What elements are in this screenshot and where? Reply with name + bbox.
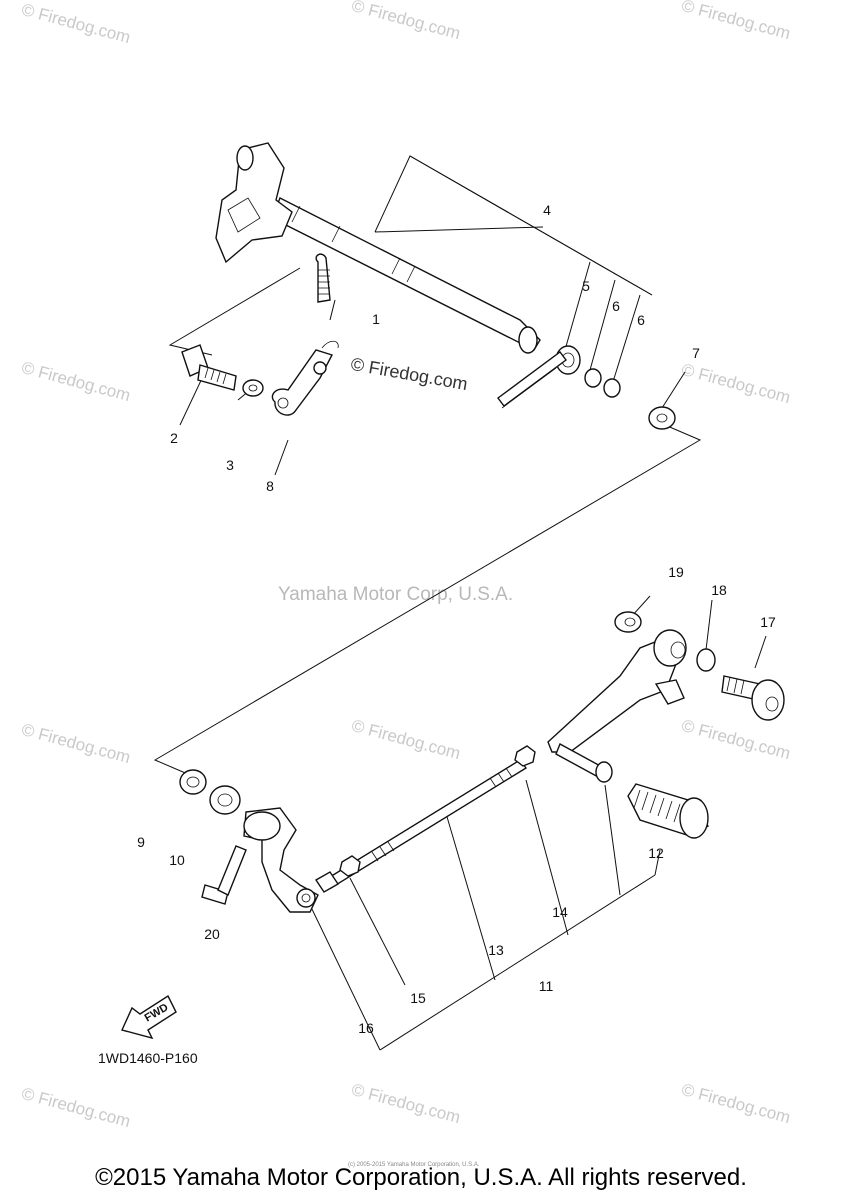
callout-18: 18 <box>711 582 727 598</box>
callout-3: 3 <box>226 457 234 473</box>
shift-shaft <box>215 142 541 354</box>
center-watermark: Yamaha Motor Corp, U.S.A. <box>278 584 514 605</box>
shift-arm <box>243 807 319 913</box>
circlip-18 <box>696 648 716 672</box>
oil-seal <box>497 345 581 409</box>
washer-19 <box>614 611 642 633</box>
callout-11: 11 <box>538 978 554 994</box>
callout-7: 7 <box>692 345 700 361</box>
callout-17: 17 <box>760 614 776 630</box>
shift-rod <box>315 759 528 893</box>
tiny-copyright: (c) 2005-2015 Yamaha Motor Corporation, … <box>348 1162 480 1168</box>
pedal-rubber <box>627 783 710 839</box>
callout-16: 16 <box>358 1020 374 1036</box>
callout-9: 9 <box>137 834 145 850</box>
nut-15 <box>339 855 361 877</box>
callout-10: 10 <box>169 852 185 868</box>
callout-19: 19 <box>668 564 684 580</box>
circlip-6a <box>584 368 602 388</box>
washer-7 <box>648 406 676 430</box>
copyright-footer: ©2015 Yamaha Motor Corporation, U.S.A. A… <box>95 1164 747 1191</box>
pivot-bolt-17 <box>721 675 785 721</box>
callout-13: 13 <box>488 942 504 958</box>
callout-15: 15 <box>410 990 426 1006</box>
callout-12: 12 <box>648 845 664 861</box>
callout-4: 4 <box>543 202 551 218</box>
washer-3 <box>242 379 264 397</box>
callout-20: 20 <box>204 926 220 942</box>
stopper-lever <box>271 340 339 416</box>
callout-5: 5 <box>582 278 590 294</box>
callout-8: 8 <box>266 478 274 494</box>
circlip-6b <box>603 378 621 398</box>
part-code: 1WD1460-P160 <box>98 1050 198 1066</box>
nut-14 <box>514 745 536 767</box>
return-spring <box>315 253 331 303</box>
bearing-9 <box>179 769 207 795</box>
bolt-20 <box>201 845 247 905</box>
seal-10 <box>209 785 241 815</box>
callout-1: 1 <box>372 311 380 327</box>
callout-2: 2 <box>170 430 178 446</box>
shift-pedal <box>547 629 687 783</box>
callout-14: 14 <box>552 904 568 920</box>
callout-6: 6 <box>612 298 620 314</box>
bolt-2 <box>181 344 237 391</box>
fwd-arrow-icon <box>121 994 177 1040</box>
leader-lines <box>153 155 767 1051</box>
callout-6b: 6 <box>637 312 645 328</box>
